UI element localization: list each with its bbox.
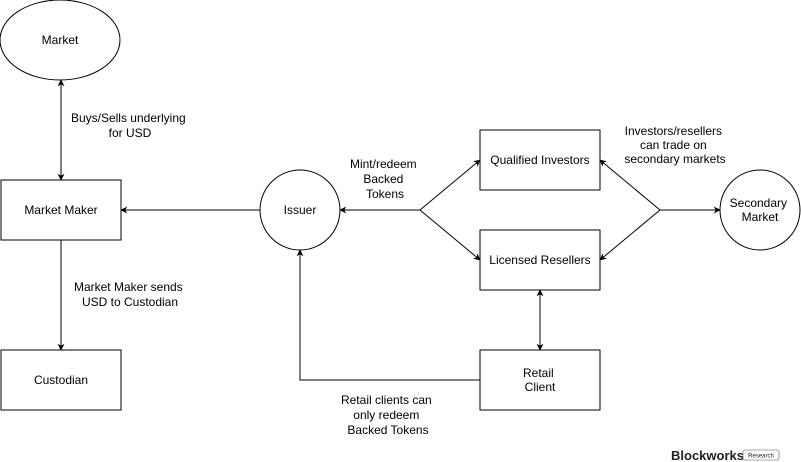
fork-resellers-edge [419, 209, 481, 261]
sec-fork-qualified-edge [599, 159, 661, 211]
mm-sends-line-2: USD to Custodian [82, 295, 178, 309]
qualified-investors-label: Qualified Investors [490, 153, 589, 167]
issuer-node [259, 169, 341, 251]
custodian-label: Custodian [34, 373, 88, 387]
secondary-market-line-1: Secondary [730, 196, 787, 210]
market-label: Market [42, 33, 79, 47]
market-maker-label: Market Maker [24, 203, 97, 217]
blockworks-logo: Blockworks Research [671, 448, 780, 462]
licensed-resellers-label: Licensed Resellers [489, 253, 590, 267]
buys-sells-label: Buys/Sells underlying for USD [71, 111, 189, 140]
retail-issuer-edge [296, 249, 480, 381]
research-badge-text: Research [748, 454, 774, 460]
mm-sends-label: Market Maker sends USD to Custodian [74, 280, 186, 309]
mint-redeem-line-1: Mint/redeem [350, 157, 417, 171]
investors-trade-label: Investors/resellers can trade on seconda… [624, 124, 725, 166]
retail-redeem-line-1: Retail clients can [341, 393, 432, 407]
fork-qualified-edge [419, 159, 481, 211]
licensed-resellers-node [479, 229, 601, 291]
buys-sells-line-2: for USD [109, 126, 152, 140]
research-badge [742, 449, 780, 461]
issuer-label: Issuer [284, 203, 317, 217]
investors-trade-line-3: secondary markets [624, 152, 725, 166]
custodian-node [0, 349, 122, 411]
sec-fork-resellers-edge [599, 209, 661, 261]
secondary-market-label: Secondary Market [730, 196, 791, 224]
secondary-market-node [719, 169, 801, 251]
market-maker-node [0, 179, 122, 241]
mint-redeem-label: Mint/redeem Backed Tokens [350, 157, 420, 201]
mint-redeem-line-3: Tokens [366, 187, 404, 201]
retail-client-node [479, 349, 601, 411]
investors-trade-line-1: Investors/resellers [625, 124, 722, 138]
qualified-investors-node [479, 129, 601, 191]
secondary-market-line-2: Market [742, 210, 779, 224]
retail-redeem-line-3: Backed Tokens [347, 423, 428, 437]
retail-client-line-2: Client [525, 380, 556, 394]
mint-redeem-line-2: Backed [363, 172, 403, 186]
investors-trade-line-2: can trade on [640, 138, 707, 152]
retail-client-label: Retail Client [523, 366, 557, 394]
buys-sells-line-1: Buys/Sells underlying [71, 111, 186, 125]
brand-name: Blockworks [671, 448, 744, 462]
retail-redeem-line-2: only redeem [353, 408, 419, 422]
market-node [0, 0, 121, 81]
retail-client-line-1: Retail [523, 366, 554, 380]
retail-redeem-label: Retail clients can only redeem Backed To… [341, 393, 435, 437]
mm-sends-line-1: Market Maker sends [74, 280, 183, 294]
